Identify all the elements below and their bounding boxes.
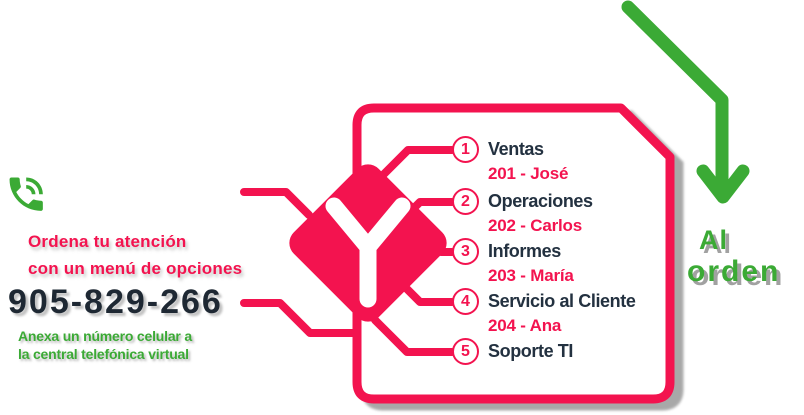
option-number-badge: 2: [452, 188, 479, 215]
option-title: Informes: [488, 241, 561, 261]
tagline-line-2: con un menú de opciones: [28, 259, 243, 278]
green-note-line-2: la central telefónica virtual: [18, 346, 189, 362]
option-title: Servicio al Cliente: [488, 291, 636, 311]
option-extension: 204 - Ana: [488, 316, 562, 335]
option-extension: 201 - José: [488, 164, 569, 183]
tagline: Ordena tu atención con un menú de opcion…: [28, 228, 242, 282]
phone-call-icon: [9, 177, 43, 211]
option-extension: 203 - María: [488, 266, 574, 285]
menu-card: [352, 103, 675, 404]
menu-item-ventas: 1 Ventas 201 - José: [452, 136, 568, 184]
option-number-badge: 1: [452, 136, 479, 163]
menu-item-informes: 3 Informes 203 - María: [452, 238, 574, 286]
green-curved-arrow-icon: [621, 0, 750, 204]
option-number-badge: 3: [452, 238, 479, 265]
logo-y-letter: [325, 197, 411, 308]
option-texts: Ventas 201 - José: [488, 136, 568, 184]
callout-line-2: orden: [687, 255, 781, 288]
option-number-badge: 4: [452, 288, 479, 315]
option-texts: Servicio al Cliente 204 - Ana: [488, 288, 636, 336]
option-texts: Informes 203 - María: [488, 238, 574, 286]
callout-line-1: Al: [699, 225, 728, 255]
option-number-badge: 5: [452, 338, 479, 365]
green-note-line-1: Anexa un número celular a: [18, 328, 192, 344]
green-note: Anexa un número celular a la central tel…: [18, 327, 192, 363]
connector-lines: [240, 146, 456, 356]
option-title: Ventas: [488, 139, 544, 159]
menu-item-soporte-ti: 5 Soporte TI: [452, 338, 573, 366]
option-title: Soporte TI: [488, 341, 573, 361]
tagline-line-1: Ordena tu atención: [28, 232, 187, 251]
menu-item-operaciones: 2 Operaciones 202 - Carlos: [452, 188, 593, 236]
option-texts: Operaciones 202 - Carlos: [488, 188, 593, 236]
option-title: Operaciones: [488, 191, 593, 211]
option-texts: Soporte TI: [488, 338, 573, 366]
menu-item-servicio-al-cliente: 4 Servicio al Cliente 204 - Ana: [452, 288, 636, 336]
phone-number: 905-829-266: [8, 283, 223, 321]
option-extension: 202 - Carlos: [488, 216, 582, 235]
